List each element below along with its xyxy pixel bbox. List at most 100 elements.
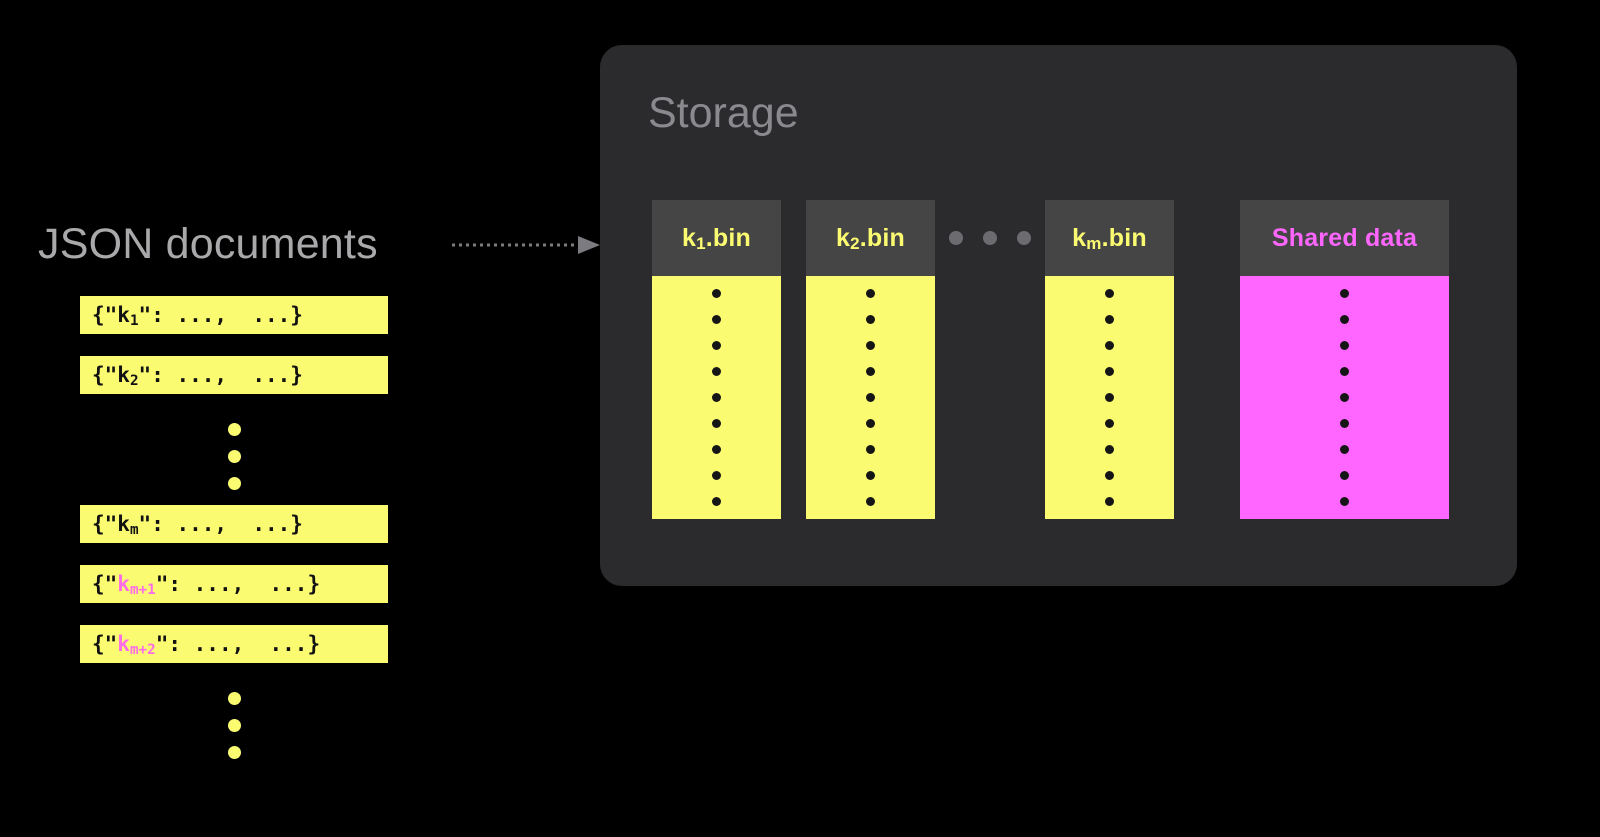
json-document-code: {"k2": ..., ...} (92, 363, 303, 389)
code-key-letter: k (117, 512, 130, 536)
ellipsis-dot (227, 692, 241, 705)
code-key: k1 (117, 303, 139, 330)
bin-dot (1105, 445, 1114, 454)
code-key-subscript: m+1 (129, 582, 156, 599)
bin-dot (1105, 367, 1114, 376)
bin-dot (1340, 341, 1349, 350)
bin-dot (1340, 289, 1349, 298)
storage-bin-km[interactable]: km.bin (1045, 200, 1174, 519)
bin-dot (866, 367, 875, 376)
bin-dot (866, 393, 875, 402)
ellipsis-dot (227, 423, 241, 436)
storage-bin-k2[interactable]: k2.bin (806, 200, 935, 519)
code-prefix: {" (92, 512, 118, 536)
bin-dot (1340, 419, 1349, 428)
documents-vertical-ellipsis (80, 685, 388, 766)
code-suffix: ": ..., ...} (138, 363, 303, 387)
code-key: k2 (117, 363, 138, 389)
json-document-row[interactable]: {"km+2": ..., ...} (80, 625, 388, 663)
bin-dot (1340, 315, 1349, 324)
bin-dot (866, 315, 875, 324)
code-prefix: {" (92, 572, 118, 596)
bin-body (1045, 276, 1174, 519)
json-document-code: {"km+1": ..., ...} (92, 572, 321, 599)
ellipsis-dot (227, 450, 241, 463)
bin-label: km.bin (1072, 224, 1147, 253)
bin-dot (1105, 471, 1114, 480)
code-key-letter: k (117, 572, 130, 596)
bin-dot (866, 341, 875, 350)
json-document-row[interactable]: {"km": ..., ...} (80, 505, 388, 543)
code-prefix: {" (92, 303, 118, 327)
json-document-row[interactable]: {"km+1": ..., ...} (80, 565, 388, 603)
bin-dot (1105, 393, 1114, 402)
bin-label-key: k (836, 223, 851, 252)
json-documents-section: JSON documents {"k1": ..., ...} {"k2": .… (0, 0, 600, 837)
bin-dot (866, 497, 875, 506)
bin-dot (1340, 471, 1349, 480)
bin-body (652, 276, 781, 519)
ellipsis-dot (227, 719, 241, 732)
json-document-code: {"k1": ..., ...} (92, 303, 303, 330)
code-key-subscript: 1 (129, 313, 139, 330)
bin-dot (866, 445, 875, 454)
bin-label-suffix: .bin (1101, 223, 1147, 252)
code-key-subscript: m (129, 522, 139, 539)
code-key-letter: k (117, 632, 130, 656)
code-key: km+2 (117, 632, 156, 659)
bin-dot (712, 497, 721, 506)
bin-dot (712, 367, 721, 376)
bin-dot (1105, 419, 1114, 428)
bin-dot (866, 471, 875, 480)
bin-label-suffix: .bin (859, 223, 905, 252)
bin-dot (1105, 341, 1114, 350)
storage-bin-k1[interactable]: k1.bin (652, 200, 781, 519)
ellipsis-dot (227, 477, 241, 490)
code-key-letter: k (117, 303, 130, 327)
bin-label-subscript: 1 (696, 233, 706, 253)
code-suffix: ": ..., ...} (138, 512, 303, 536)
arrow-head (578, 236, 600, 254)
bin-label: Shared data (1272, 224, 1417, 253)
bin-dot (1340, 445, 1349, 454)
ellipsis-dot (227, 746, 241, 759)
bin-header: k2.bin (806, 200, 935, 276)
bin-dot (866, 419, 875, 428)
json-document-code: {"km+2": ..., ...} (92, 632, 320, 659)
bin-label-subscript: m (1086, 233, 1102, 253)
code-key-letter: k (117, 363, 130, 387)
code-suffix: ": ..., ...} (138, 303, 303, 327)
code-key: km (117, 512, 139, 539)
storage-title: Storage (648, 89, 799, 137)
json-document-row[interactable]: {"k2": ..., ...} (80, 356, 388, 394)
code-prefix: {" (92, 363, 118, 387)
storage-bin-shared-data[interactable]: Shared data (1240, 200, 1449, 519)
bin-body (806, 276, 935, 519)
bin-header: k1.bin (652, 200, 781, 276)
bin-dot (1340, 367, 1349, 376)
code-key: km+1 (117, 572, 156, 599)
bin-dot (712, 445, 721, 454)
bin-label-key: k (1072, 223, 1087, 252)
bin-label-suffix: .bin (705, 223, 751, 252)
bin-dot (712, 315, 721, 324)
bin-label-suffix: Shared data (1271, 223, 1418, 252)
bin-dot (1340, 497, 1349, 506)
code-prefix: {" (92, 632, 118, 656)
bin-dot (712, 471, 721, 480)
json-documents-list: {"k1": ..., ...} {"k2": ..., ...} {"km":… (80, 296, 500, 774)
flow-arrow-icon (452, 236, 600, 254)
ellipsis-dot (983, 231, 997, 245)
bin-label-subscript: 2 (850, 233, 860, 253)
bin-dot (866, 289, 875, 298)
bin-dot (712, 419, 721, 428)
json-document-row[interactable]: {"k1": ..., ...} (80, 296, 388, 334)
storage-bins-row: k1.bin k2.bin (652, 200, 1465, 519)
ellipsis-dot (949, 231, 963, 245)
code-key-subscript: m+2 (129, 642, 156, 659)
bin-dot (1105, 289, 1114, 298)
storage-horizontal-ellipsis (935, 200, 1045, 276)
documents-vertical-ellipsis (80, 416, 388, 497)
code-suffix: ": ..., ...} (155, 572, 321, 596)
bin-header: Shared data (1240, 200, 1449, 276)
